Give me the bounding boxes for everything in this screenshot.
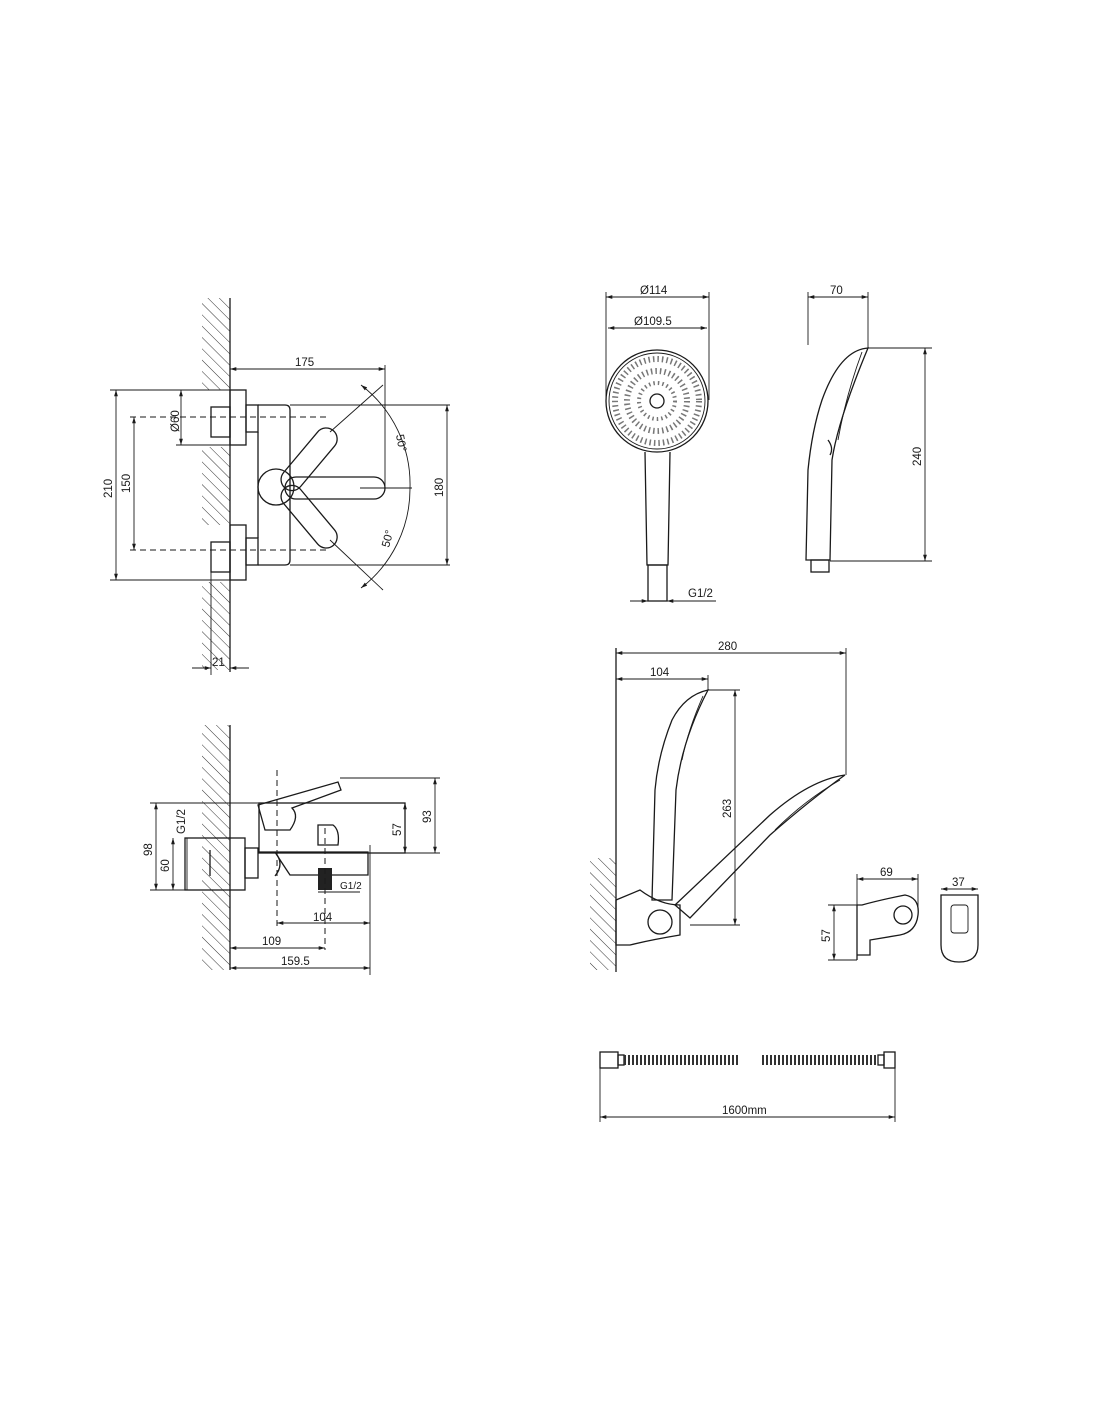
dim-37: 37 <box>952 877 965 889</box>
thread-hand-shower: G1/2 <box>688 588 713 600</box>
dim-60: 60 <box>160 859 172 872</box>
dim-57-holder: 57 <box>821 929 833 942</box>
dim-21: 21 <box>212 657 225 669</box>
dim-150: 150 <box>121 474 133 493</box>
wall-hatch <box>590 858 616 970</box>
dim-263: 263 <box>722 799 734 818</box>
dim-dia-60: Ø60 <box>170 410 182 432</box>
dim-280: 280 <box>718 641 737 653</box>
dim-104: 104 <box>313 912 333 924</box>
dim-hose-length: 1600mm <box>722 1105 767 1117</box>
dim-93: 93 <box>422 810 434 823</box>
wall-hatch <box>202 582 230 670</box>
shower-on-holder-view: 280 104 263 <box>590 641 847 972</box>
dim-180: 180 <box>434 478 446 497</box>
dim-57: 57 <box>392 823 404 836</box>
thread-bottom: G1/2 <box>340 881 362 892</box>
dim-109: 109 <box>262 936 281 948</box>
hand-shower-side-view: 70 240 <box>805 285 932 573</box>
dim-210: 210 <box>103 479 115 498</box>
dim-angle-bottom: 50° <box>380 529 396 549</box>
thread-top: G1/2 <box>176 809 188 834</box>
holder-views: 69 57 37 <box>821 867 979 963</box>
dim-240: 240 <box>912 447 924 466</box>
dim-159-5: 159.5 <box>281 956 310 968</box>
wall-hatch <box>202 298 230 390</box>
hand-shower-front-view: Ø114 Ø109.5 G1/2 <box>605 285 716 603</box>
dim-104-holder: 104 <box>650 667 670 679</box>
dim-69: 69 <box>880 867 893 879</box>
hose-view: 1600mm <box>599 1051 896 1122</box>
dim-dia-109-5: Ø109.5 <box>634 316 672 328</box>
mixer-front-view: 175 50° 50° Ø60 210 150 180 21 <box>103 298 450 675</box>
dim-angle-top: 50° <box>393 433 408 452</box>
dim-175: 175 <box>295 357 314 369</box>
wall-hatch <box>202 447 230 525</box>
dim-98: 98 <box>143 843 155 856</box>
wall-hatch <box>202 725 230 970</box>
dim-70: 70 <box>830 285 843 297</box>
mixer-side-view: 98 60 G1/2 57 93 G1/2 104 109 159.5 <box>143 725 440 975</box>
dim-dia-114: Ø114 <box>640 285 668 297</box>
